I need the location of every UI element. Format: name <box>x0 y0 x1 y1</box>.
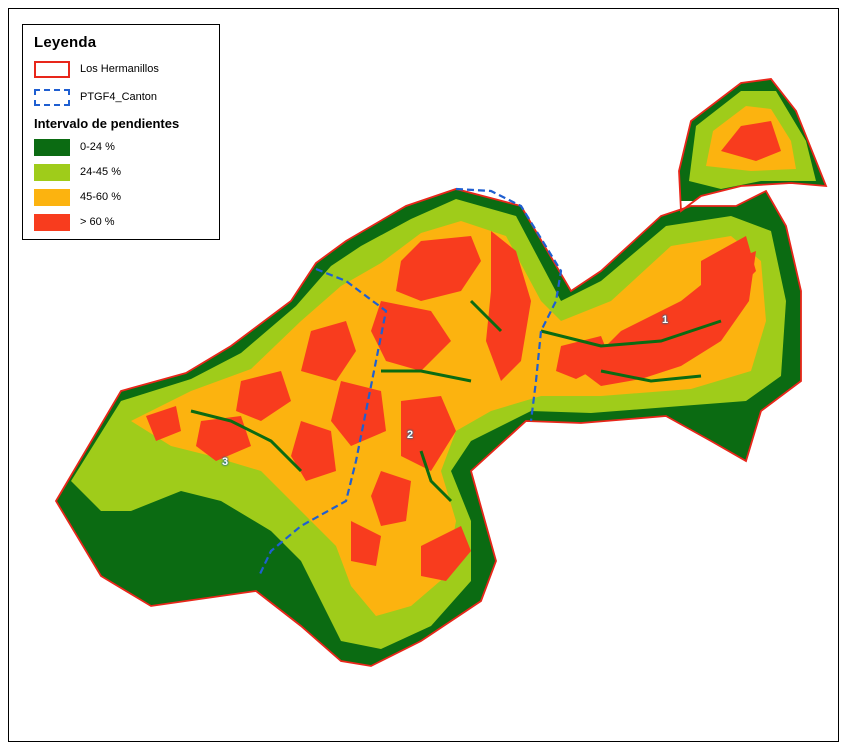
slope-patches-over-60 <box>146 231 756 581</box>
legend-label: > 60 % <box>80 216 115 228</box>
legend-label: Los Hermanillos <box>80 63 159 75</box>
map-frame: 1 2 3 Leyenda Los Hermanillos PTGF4_Cant… <box>8 8 839 742</box>
valley-lines <box>190 299 722 503</box>
slope-swatch-icon <box>34 163 70 181</box>
zone-label-3: 3 <box>222 456 229 468</box>
legend-item-los-hermanillos: Los Hermanillos <box>34 59 159 79</box>
legend-label: 24-45 % <box>80 166 121 178</box>
legend: Leyenda Los Hermanillos PTGF4_Canton Int… <box>22 24 220 240</box>
legend-item-slope-3: > 60 % <box>34 212 115 232</box>
red-outline-swatch-icon <box>34 60 70 78</box>
legend-item-slope-1: 24-45 % <box>34 162 121 182</box>
blue-dashed-swatch-icon <box>34 88 70 106</box>
legend-label: PTGF4_Canton <box>80 91 158 103</box>
legend-item-slope-0: 0-24 % <box>34 137 115 157</box>
slope-swatch-icon <box>34 213 70 231</box>
legend-title: Leyenda <box>34 34 97 51</box>
slope-swatch-icon <box>34 188 70 206</box>
legend-item-ptgf4-canton: PTGF4_Canton <box>34 87 157 107</box>
study-area-boundary <box>54 188 802 667</box>
slope-raster-island <box>679 79 826 201</box>
zone-label-1: 1 <box>662 314 669 326</box>
legend-label: 0-24 % <box>80 141 115 153</box>
legend-label: 45-60 % <box>80 191 121 203</box>
island-boundary <box>678 78 828 213</box>
zone-label-2: 2 <box>407 429 414 441</box>
canton-boundaries <box>258 187 563 577</box>
slope-swatch-icon <box>34 138 70 156</box>
legend-slope-heading: Intervalo de pendientes <box>34 116 180 131</box>
legend-item-slope-2: 45-60 % <box>34 187 121 207</box>
slope-map <box>54 78 828 667</box>
